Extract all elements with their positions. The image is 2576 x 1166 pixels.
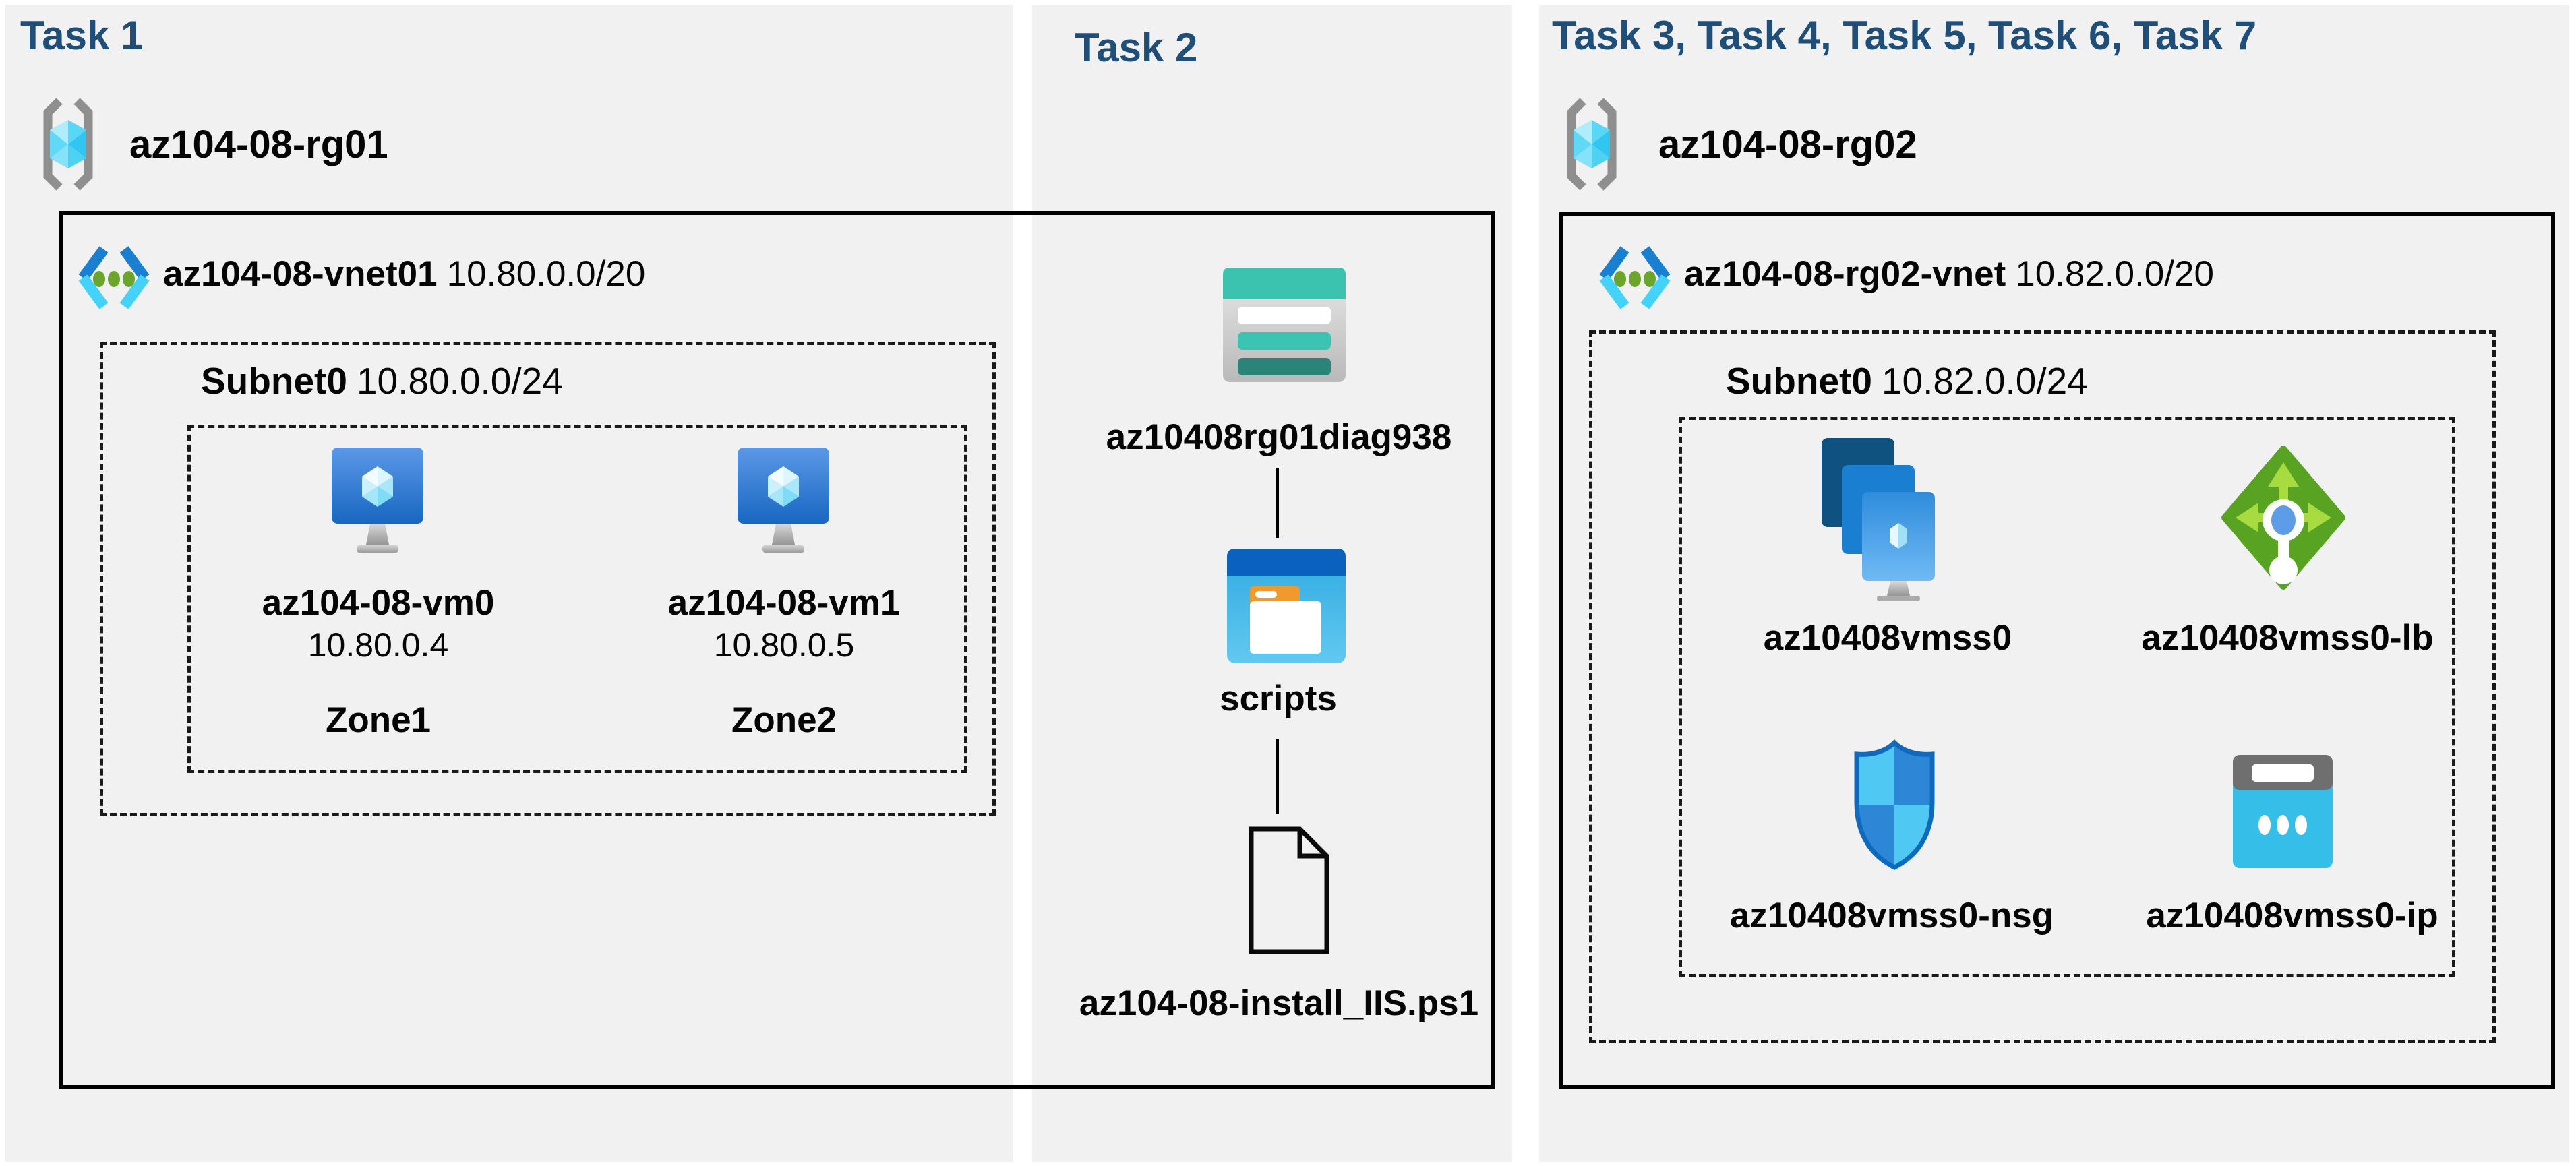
vm-zone-label: Zone1: [325, 700, 431, 740]
virtual-machine-icon: [332, 448, 423, 558]
virtual-network-icon: [74, 241, 154, 314]
vmss-resource-box: [1679, 417, 2455, 977]
nsg-label: az10408vmss0-nsg: [1729, 896, 2054, 935]
resource-group-label: az104-08-rg01: [129, 123, 388, 166]
subnet-cidr: 10.80.0.0/24: [356, 360, 563, 402]
vm-scale-set-icon: [1820, 438, 1948, 601]
subnet-cidr: 10.82.0.0/24: [1881, 360, 2088, 402]
folder-icon: [1227, 549, 1346, 663]
subnet-box: [1589, 330, 2496, 1043]
panel-task1: [5, 5, 1013, 1162]
subnet-name: Subnet0: [201, 360, 347, 402]
vmss-label: az10408vmss0: [1763, 618, 2012, 658]
task2-title: Task 2: [1075, 25, 1198, 70]
storage-account-label: az10408rg01diag938: [1106, 417, 1452, 457]
vnet-name: az104-08-vnet01: [163, 254, 438, 294]
network-security-group-icon: [1851, 737, 1938, 872]
vm-ip-label: 10.80.0.5: [713, 626, 855, 664]
script-file-icon: [1246, 824, 1332, 957]
vm-name-label: az104-08-vm1: [667, 583, 901, 623]
vm-zone-label: Zone2: [731, 700, 837, 740]
lb-label: az10408vmss0-lb: [2141, 618, 2434, 658]
panel-task3-7: [1539, 5, 2569, 1162]
public-ip-label: az10408vmss0-ip: [2146, 896, 2438, 935]
virtual-machine-icon: [738, 448, 829, 558]
vm-ip-label: 10.80.0.4: [307, 626, 449, 664]
public-ip-icon: [2233, 755, 2333, 868]
virtual-network-icon: [1595, 241, 1675, 314]
rg02-resources-box: [1559, 212, 2555, 1089]
vm-name-label: az104-08-vm0: [262, 583, 495, 623]
resource-group-icon: [38, 96, 98, 192]
subnet-box: [100, 342, 996, 816]
folder-label: scripts: [1220, 679, 1337, 718]
load-balancer-icon: [2221, 445, 2346, 590]
script-file-label: az104-08-install_IIS.ps1: [1079, 983, 1479, 1023]
connector-line: [1276, 739, 1279, 814]
vnet-name: az104-08-rg02-vnet: [1684, 254, 2006, 294]
subnet-name: Subnet0: [1726, 360, 1872, 402]
task1-title: Task 1: [20, 13, 144, 58]
vnet-cidr: 10.82.0.0/20: [2015, 254, 2214, 294]
resource-group-label: az104-08-rg02: [1658, 123, 1917, 166]
task3-7-title: Task 3, Task 4, Task 5, Task 6, Task 7: [1552, 13, 2257, 58]
connector-line: [1276, 468, 1279, 538]
rg01-resources-box: [59, 211, 1495, 1089]
vnet-cidr: 10.80.0.0/20: [446, 254, 646, 294]
vm-zone-box: [187, 425, 967, 773]
resource-group-icon: [1561, 96, 1622, 192]
storage-account-icon: [1223, 268, 1346, 382]
